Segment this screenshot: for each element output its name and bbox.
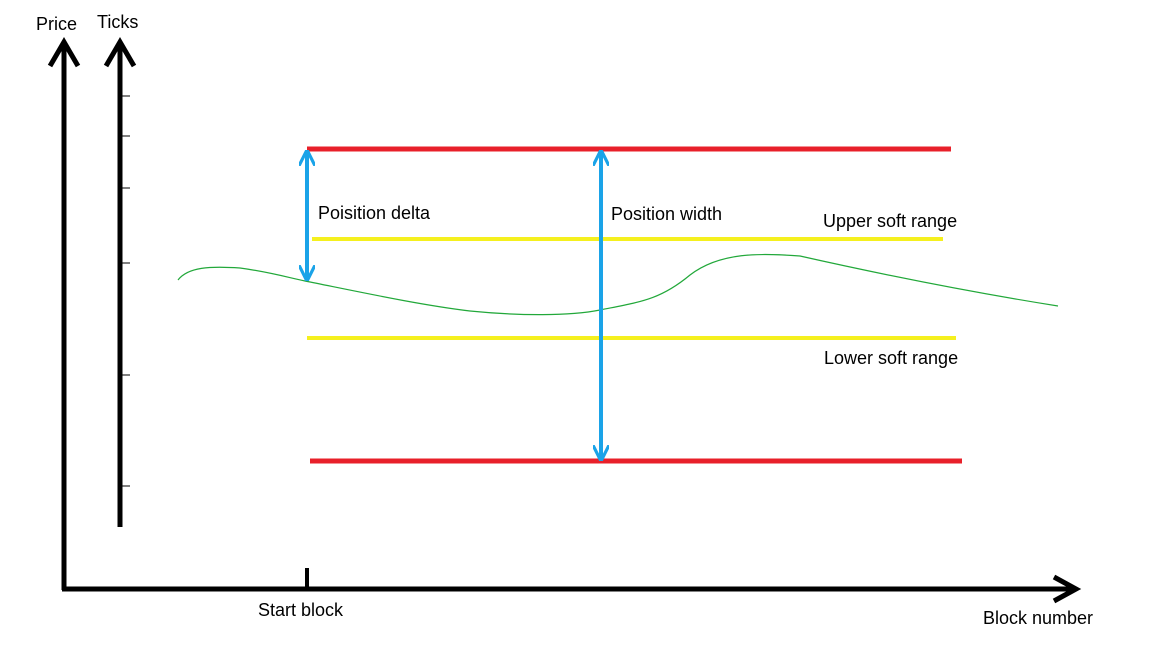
ticks-axis-label: Ticks (97, 12, 138, 32)
ticks-axis (103, 37, 137, 527)
price-axis-label: Price (36, 14, 77, 34)
block-number-axis (62, 568, 1082, 604)
ticks-axis-arrowhead (103, 37, 137, 68)
upper-soft-range-label: Upper soft range (823, 211, 957, 231)
price-curve (177, 253, 1059, 316)
block-axis-arrowhead (1052, 574, 1082, 604)
price-axis-arrowhead (47, 37, 81, 68)
position-delta-label: Poisition delta (318, 203, 431, 223)
position-width-label: Position width (611, 204, 722, 224)
lower-soft-range-label: Lower soft range (824, 348, 958, 368)
start-block-label: Start block (258, 600, 344, 620)
block-number-label: Block number (983, 608, 1093, 628)
price-axis (47, 37, 81, 590)
